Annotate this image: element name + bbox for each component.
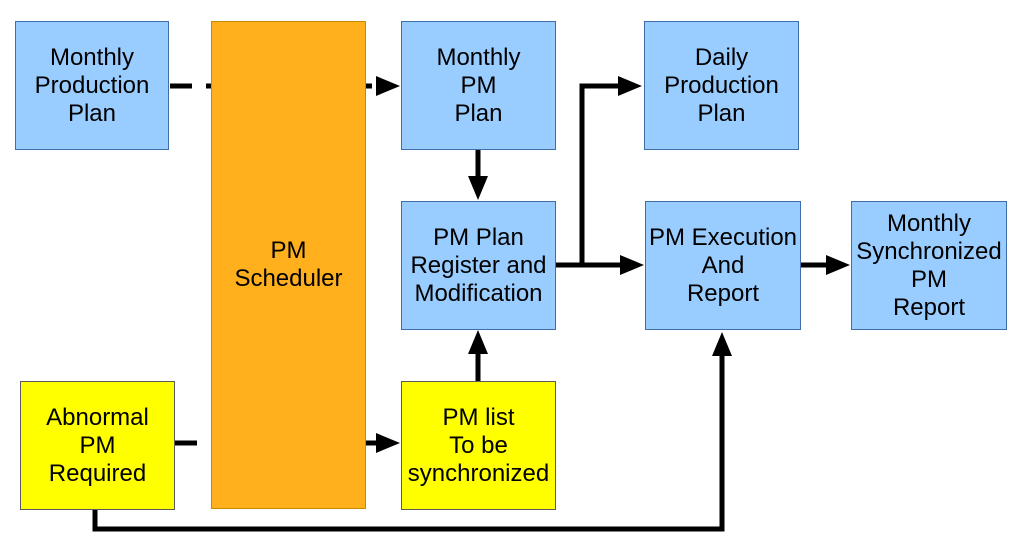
node-text-line: synchronized <box>407 459 550 487</box>
node-text-line: Plan <box>697 99 746 127</box>
node-monthly-production-plan: Monthly Production Plan <box>15 21 169 150</box>
node-text-line: PM Execution <box>648 223 798 251</box>
node-abnormal-pm-required: Abnormal PM Required <box>20 381 175 510</box>
arrowhead-register-to-daily-plan <box>618 76 642 96</box>
node-daily-production-plan: Daily Production Plan <box>644 21 799 150</box>
node-text-line: Modification <box>414 279 543 307</box>
arrow-register-to-daily-plan <box>556 83 620 268</box>
node-text-line: Register and <box>410 251 547 279</box>
node-text-line: Monthly <box>49 43 135 71</box>
node-text-line: Synchronized <box>856 237 1002 265</box>
node-text-line: Plan <box>67 99 117 127</box>
node-text-line: Required <box>48 459 147 487</box>
arrow-abnormal-to-execution <box>92 354 725 532</box>
node-text-line: PM <box>460 71 497 99</box>
node-monthly-pm-plan: Monthly PM Plan <box>401 21 556 150</box>
node-text-line: PM <box>270 237 307 264</box>
node-text-line: PM <box>911 265 947 293</box>
node-monthly-synchronized-report: Monthly Synchronized PM Report <box>851 201 1007 330</box>
arrowhead-pm-list-to-register <box>468 330 488 354</box>
arrowhead-pm-plan-to-register <box>468 176 488 200</box>
arrowhead-abnormal-to-execution <box>712 332 732 356</box>
arrowhead-register-to-execution <box>620 255 644 275</box>
node-text-line: Production <box>34 71 150 99</box>
node-text-line: Daily <box>694 43 749 71</box>
node-text-line: Scheduler <box>234 265 343 292</box>
node-text-line: And <box>701 251 745 279</box>
node-text-line: PM <box>79 431 116 459</box>
node-text-line: PM Plan <box>433 223 524 251</box>
node-text-line: Monthly <box>436 43 521 71</box>
node-text-line: Monthly <box>886 209 972 237</box>
node-text-line: Production <box>664 71 779 99</box>
node-text-line: Report <box>892 293 966 321</box>
node-text-line: Abnormal <box>46 403 149 431</box>
node-pm-list-to-sync: PM list To be synchronized <box>401 381 556 510</box>
node-pm-plan-register: PM Plan Register and Modification <box>401 201 556 330</box>
arrowhead-production-to-pm-plan <box>376 76 400 96</box>
node-pm-scheduler: PM Scheduler <box>211 21 366 509</box>
arrowhead-execution-to-sync-report <box>826 255 850 275</box>
node-text-line: To be <box>449 431 508 459</box>
node-text-line: Report <box>686 279 760 307</box>
node-text-line: PM list <box>442 403 515 431</box>
node-text-line: Plan <box>454 99 503 127</box>
node-pm-execution-report: PM Execution And Report <box>645 201 801 330</box>
arrowhead-abnormal-to-pm-list <box>376 433 400 453</box>
